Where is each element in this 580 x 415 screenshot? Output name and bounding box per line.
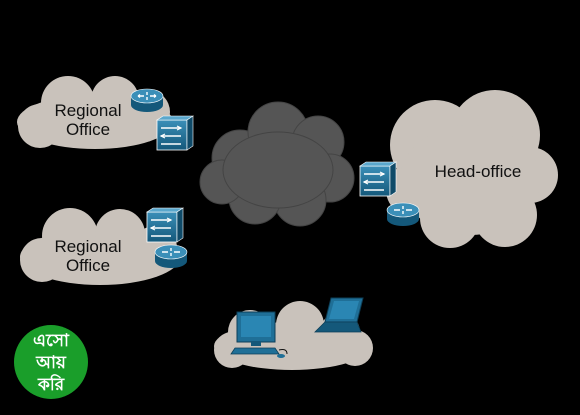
regional-office-bottom-line2: Office: [65, 256, 111, 275]
laptop-icon: [314, 297, 364, 333]
regional-office-top-line1: Regional: [54, 101, 122, 120]
internet-cloud: [199, 101, 355, 227]
logo-badge-circle: [14, 325, 88, 399]
regional-office-cloud-bottom: [20, 208, 180, 285]
logo-badge-line1: এসো: [33, 331, 69, 351]
regional-office-bottom-line1: Regional: [54, 237, 122, 256]
regional-office-bottom-label: Regional Office: [38, 237, 138, 275]
logo-badge-line2: আয়: [36, 353, 66, 373]
logo-badge-text: এসো আয় করি: [14, 330, 88, 396]
firewall-icon: [359, 161, 397, 197]
router-icon: [130, 88, 164, 112]
regional-office-top-label: Regional Office: [38, 101, 138, 139]
logo-badge-line3: করি: [37, 375, 65, 395]
head-office-label: Head-office: [434, 162, 522, 181]
router-icon: [386, 202, 420, 226]
firewall-icon: [156, 115, 194, 151]
firewall-icon: [146, 207, 184, 243]
head-office-cloud: [386, 90, 558, 248]
router-icon: [154, 244, 188, 268]
clients-cloud: [214, 301, 373, 370]
regional-office-top-line2: Office: [65, 120, 111, 139]
workstation-icon: [230, 311, 288, 358]
